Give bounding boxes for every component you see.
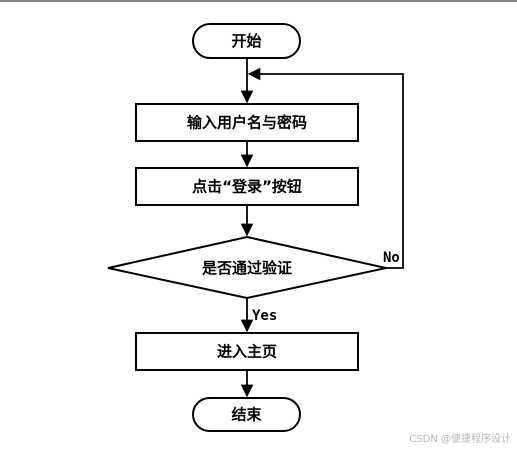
end-node: 结束 <box>192 397 301 432</box>
click-login-label: 点击“登录”按钮 <box>192 178 302 196</box>
top-border <box>0 0 517 2</box>
start-node: 开始 <box>192 23 301 59</box>
home-label: 进入主页 <box>217 343 277 361</box>
edge-decision-no-loop <box>247 67 404 269</box>
home-node: 进入主页 <box>135 332 359 371</box>
input-node: 输入用户名与密码 <box>135 103 359 142</box>
start-label: 开始 <box>231 32 261 50</box>
decision-label: 是否通过验证 <box>201 259 292 277</box>
edge-label-no: No <box>383 250 400 266</box>
input-label: 输入用户名与密码 <box>187 114 307 132</box>
edge-label-yes: Yes <box>252 308 277 324</box>
click-login-node: 点击“登录”按钮 <box>135 167 359 206</box>
end-label: 结束 <box>231 406 262 424</box>
decision-node: 是否通过验证 <box>107 235 387 300</box>
watermark: CSDN @便捷程序设计 <box>409 434 511 445</box>
